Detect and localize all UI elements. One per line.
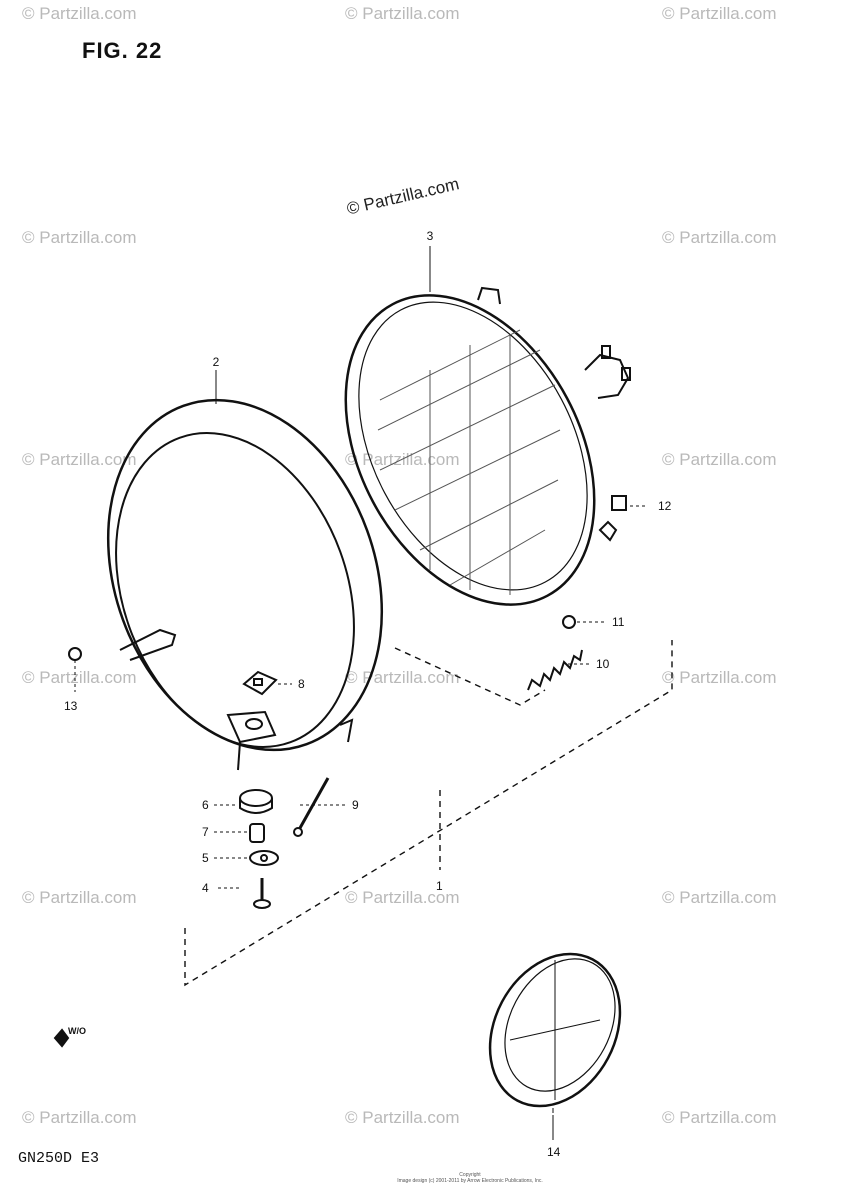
callout-4: 4 [202, 881, 209, 895]
watermark: © Partzilla.com [662, 4, 777, 23]
watermark: © Partzilla.com [345, 4, 460, 23]
callout-13: 13 [64, 699, 78, 713]
callout-7: 7 [202, 825, 209, 839]
footer-copyright: Copyright Image design (c) 2001-2011 by … [370, 1172, 570, 1184]
callout-14: 14 [547, 1145, 561, 1159]
watermark: © Partzilla.com [345, 888, 460, 907]
watermark: © Partzilla.com [22, 4, 137, 23]
footer-copyright-line-2: Image design (c) 2001-2011 by Arrow Elec… [397, 1178, 543, 1184]
figure-title: FIG. 22 [82, 38, 163, 63]
watermark: © Partzilla.com [22, 228, 137, 247]
callout-10: 10 [596, 657, 610, 671]
watermark: © Partzilla.com [22, 450, 137, 469]
wo-badge: W/O [68, 1026, 86, 1036]
watermark: © Partzilla.com [22, 668, 137, 687]
callout-5: 5 [202, 851, 209, 865]
watermark: © Partzilla.com [22, 1108, 137, 1127]
watermark: © Partzilla.com [662, 450, 777, 469]
callout-6: 6 [202, 798, 209, 812]
watermark: © Partzilla.com [662, 228, 777, 247]
headlamp-unit-drawing [344, 286, 631, 606]
watermark: © Partzilla.com [662, 888, 777, 907]
callout-2: 2 [213, 355, 220, 369]
callout-12: 12 [658, 499, 672, 513]
callout-9: 9 [352, 798, 359, 812]
callout-3: 3 [427, 229, 434, 243]
watermark: © Partzilla.com [345, 1108, 460, 1127]
model-code: GN250D E3 [18, 1150, 100, 1167]
watermark: © Partzilla.com [662, 1108, 777, 1127]
watermark: © Partzilla.com [22, 888, 137, 907]
watermark: © Partzilla.com [345, 668, 460, 687]
footer-copyright-line-1: Copyright [459, 1172, 481, 1178]
lens-drawing [488, 952, 622, 1108]
watermark: © Partzilla.com [662, 668, 777, 687]
callout-11: 11 [612, 615, 625, 629]
headlamp-rim-drawing [106, 398, 384, 771]
callout-1: 1 [436, 879, 443, 893]
callout-8: 8 [298, 677, 305, 691]
assembly-boundary [184, 640, 673, 987]
